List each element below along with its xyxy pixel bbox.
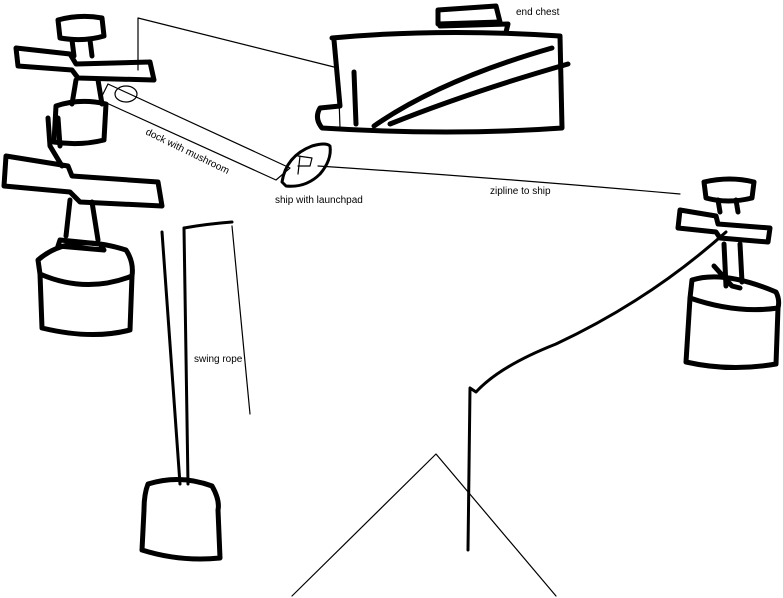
- right-rope: [466, 230, 728, 552]
- triangle: [291, 453, 557, 597]
- ship-with-launchpad: [280, 142, 332, 188]
- swing-platform: [139, 476, 223, 562]
- end-chest: [314, 3, 571, 135]
- mushroom-oval: [114, 85, 138, 103]
- swing-rope-label: swing rope: [194, 354, 243, 365]
- left-mushroom-tower: [1, 13, 165, 337]
- dock: [99, 83, 291, 181]
- zipline-label: zipline to ship: [490, 186, 551, 197]
- ship-label: ship with launchpad: [275, 195, 363, 206]
- zipline: [317, 165, 681, 195]
- swing-rope: [160, 220, 251, 486]
- right-mushroom-tower: [675, 176, 782, 371]
- end-chest-label: end chest: [516, 7, 560, 18]
